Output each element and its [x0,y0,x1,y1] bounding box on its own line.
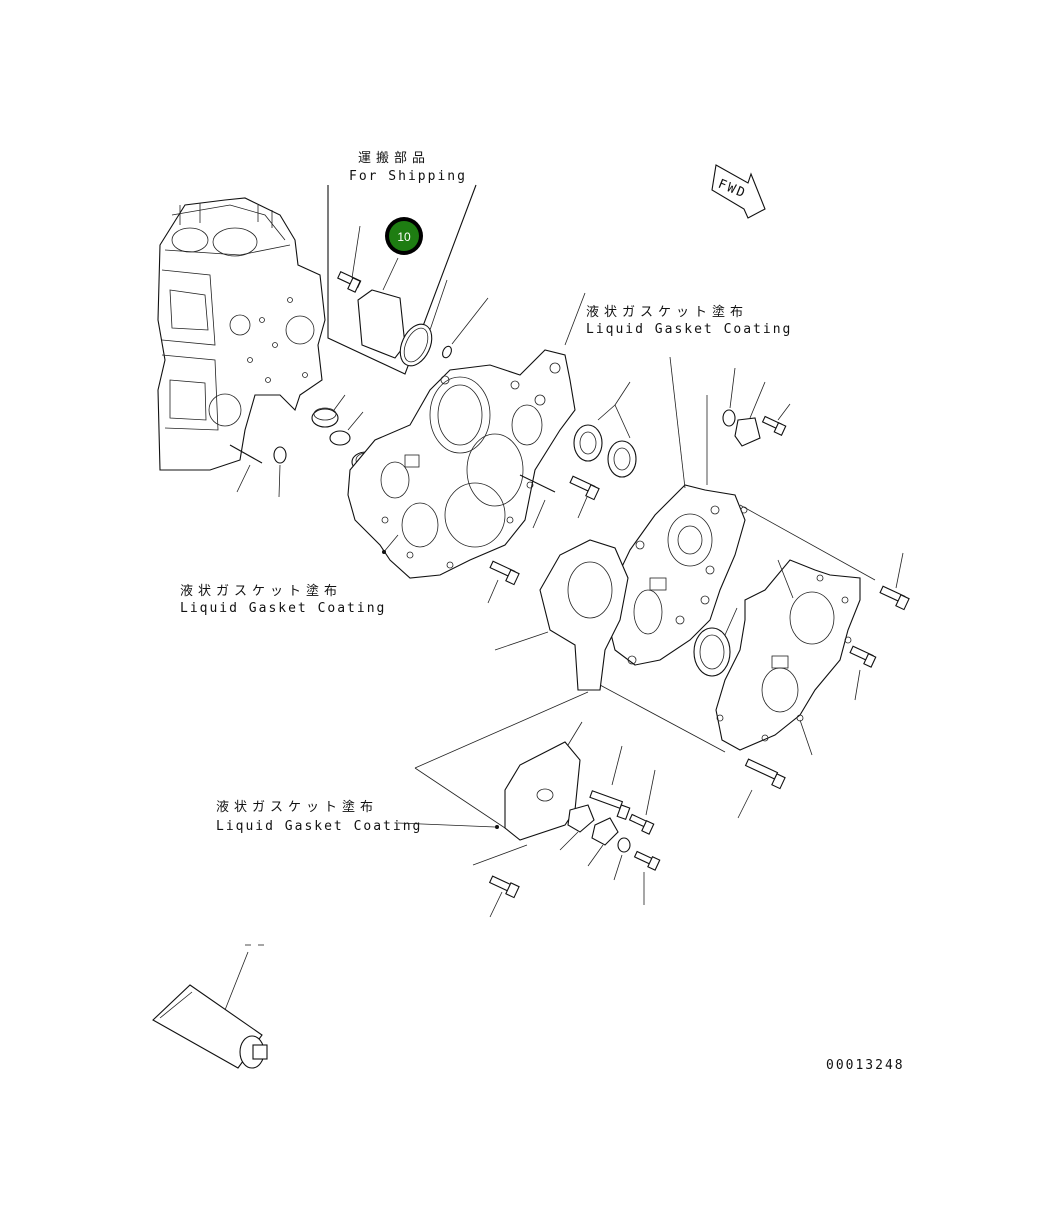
rear-cover [599,504,910,819]
shipping-bracket [327,184,477,375]
drawing-number: 00013248 [826,1058,905,1073]
shipping-cover-plate [357,289,406,359]
gasket-label-bottom-en: Liquid Gasket Coating [216,819,422,834]
engine-block [157,197,326,498]
callout-10-number: 10 [397,230,411,244]
gasket-label-bottom: 液状ガスケット塗布 Liquid Gasket Coating [216,799,499,834]
shipping-label-en: For Shipping [349,169,467,184]
shipping-label-jp: 運搬部品 [358,151,430,166]
callout-10[interactable]: 10 [385,217,423,255]
gasket-label-bottom-jp: 液状ガスケット塗布 [216,799,378,815]
shipping-parts-group: 運搬部品 For Shipping [327,151,489,375]
gasket-tube [152,944,268,1069]
callout-10-fill [389,221,419,251]
shipping-bolt [337,225,362,293]
pump-plate [414,691,661,918]
gasket-label-mid-en: Liquid Gasket Coating [180,601,386,616]
shipping-o-ring [399,323,433,367]
gasket-label-top-en: Liquid Gasket Coating [586,322,792,337]
timing-housing [494,539,629,691]
gasket-label-mid-jp: 液状ガスケット塗布 [180,583,342,599]
gear-case [347,292,600,604]
seal-pair [573,381,637,478]
gasket-label-top: 液状ガスケット塗布 Liquid Gasket Coating [586,304,792,337]
gasket-label-top-jp: 液状ガスケット塗布 [586,304,748,320]
gasket-label-mid: 液状ガスケット塗布 Liquid Gasket Coating [180,534,399,616]
small-plate-parts [722,367,791,447]
oil-seal [693,607,738,677]
front-cover [604,356,748,666]
fwd-arrow-icon: FWD [711,164,766,219]
